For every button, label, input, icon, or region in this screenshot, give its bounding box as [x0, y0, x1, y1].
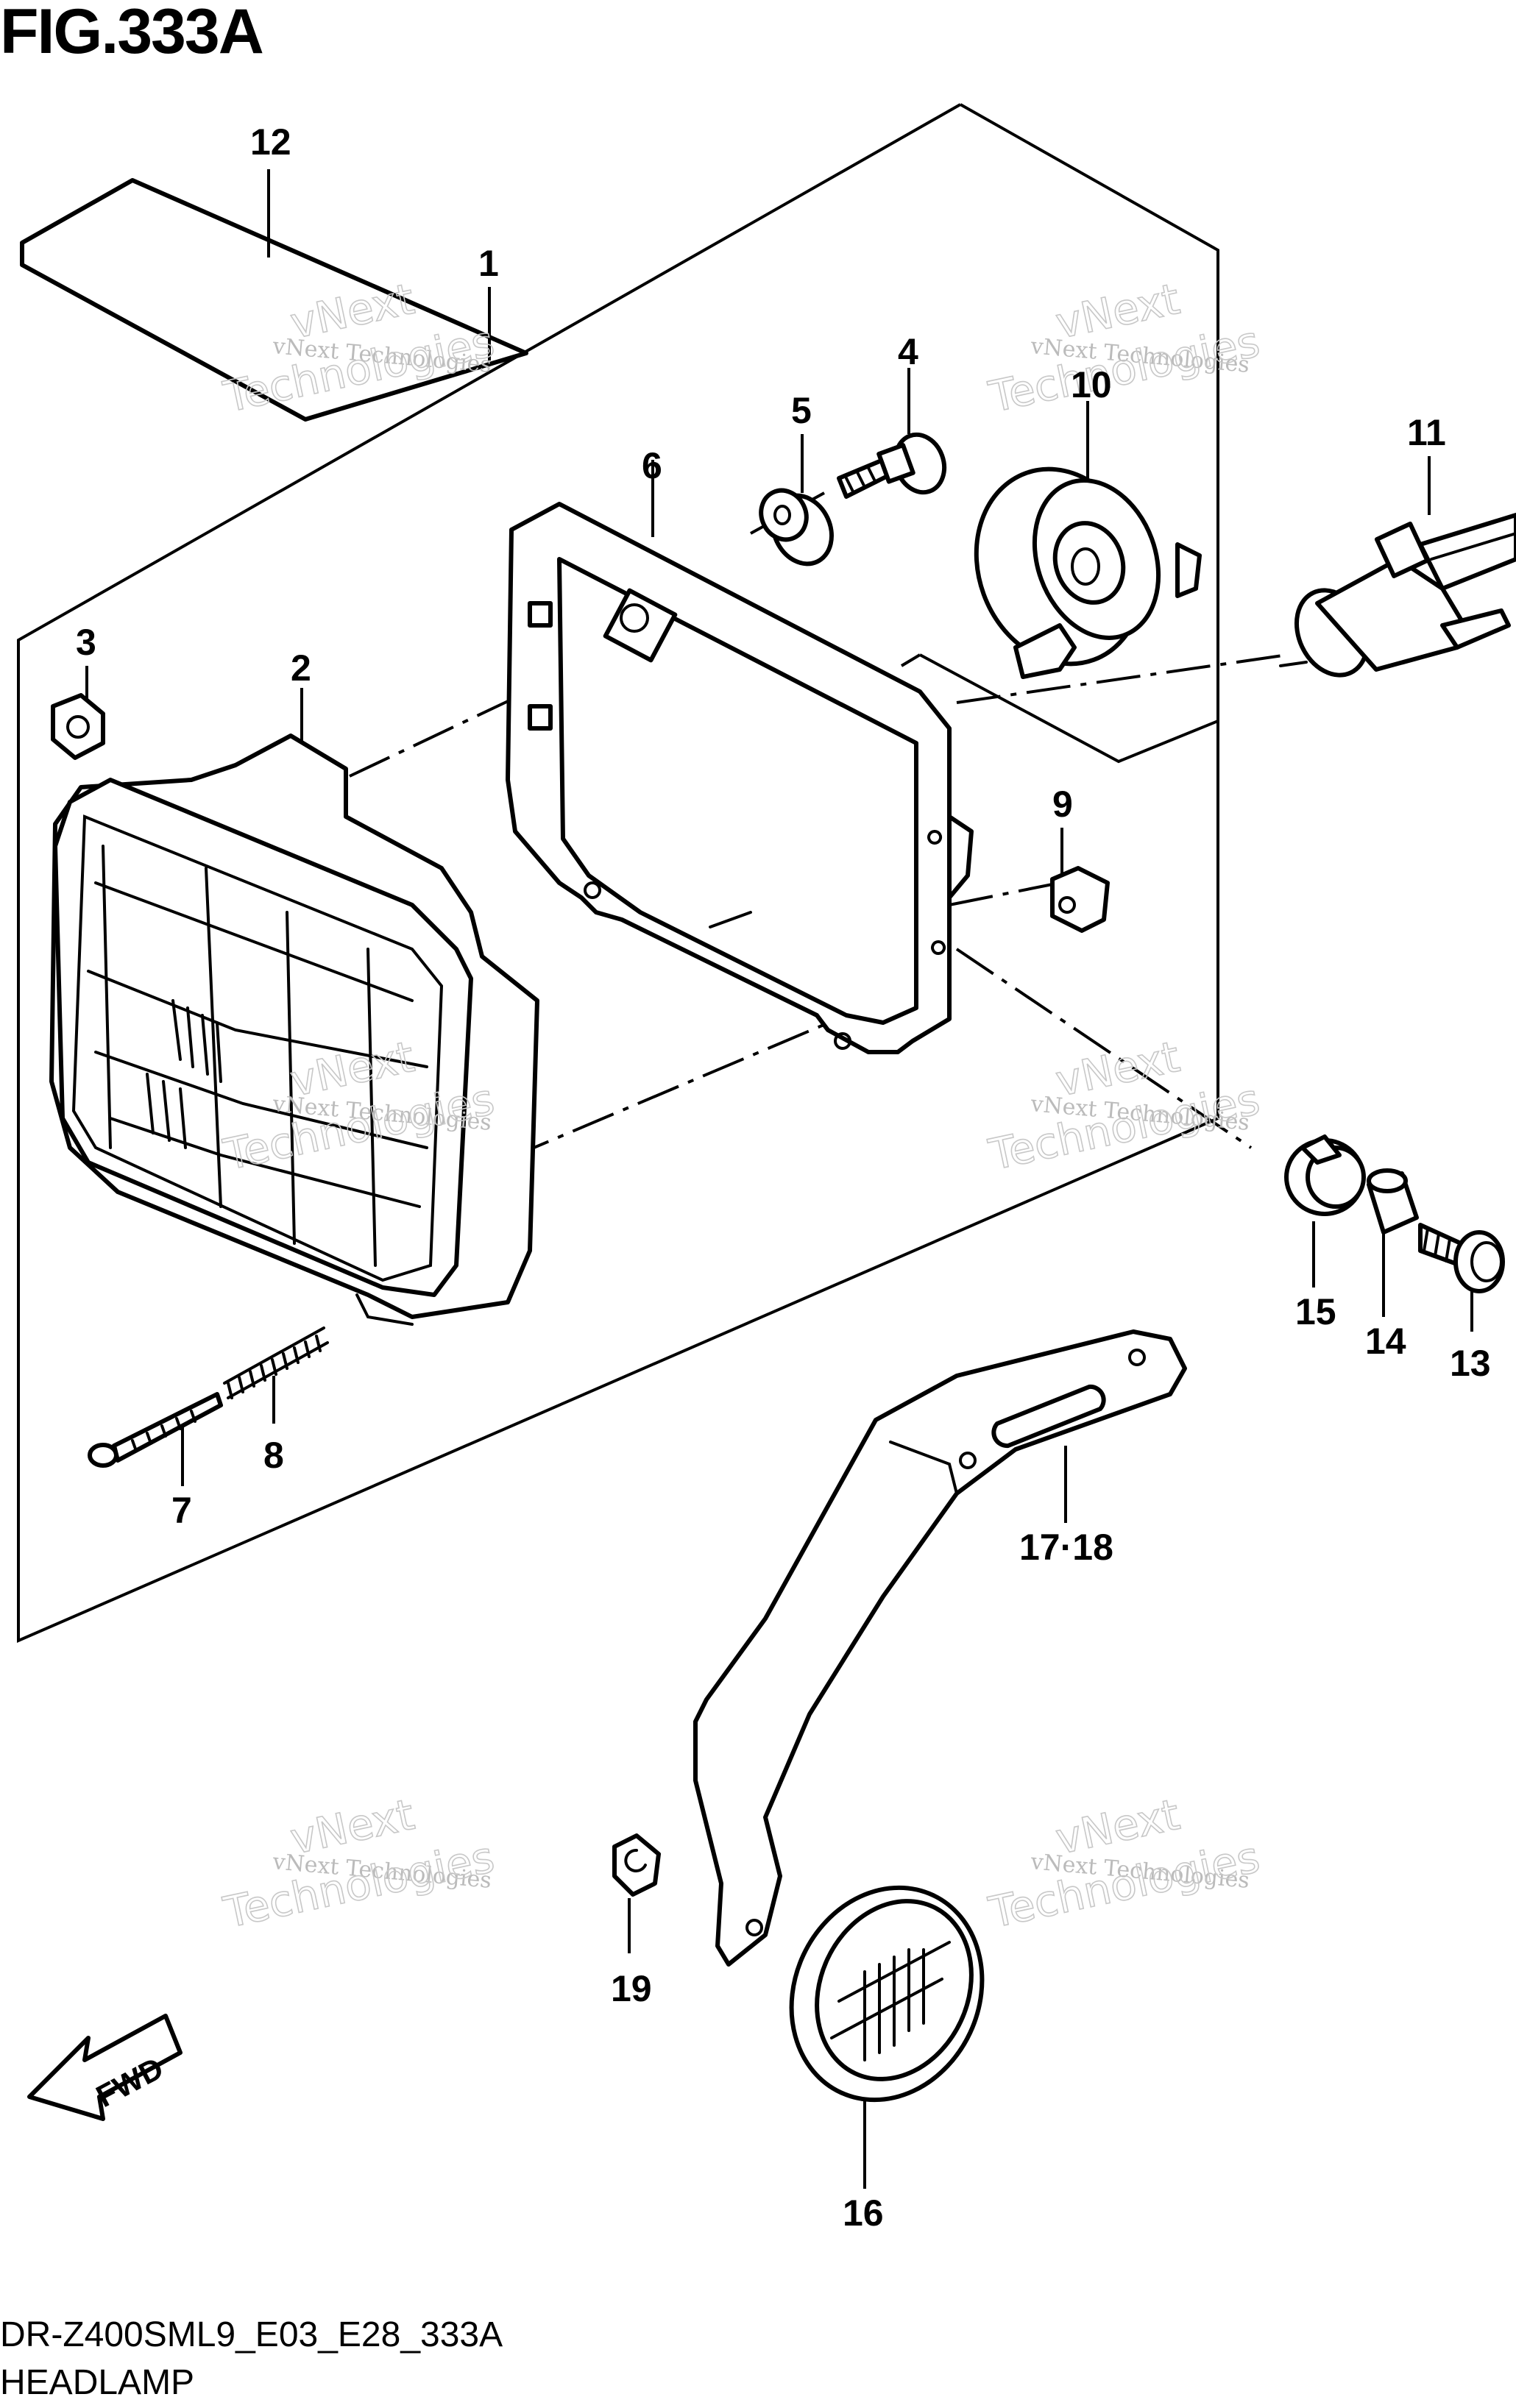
part-19-nut	[612, 1833, 661, 1897]
figure-caption: HEADLAMP	[0, 2363, 195, 2402]
fwd-arrow: FWD	[27, 2014, 183, 2121]
watermarks: vNext Technologies vNext Technologies vN…	[219, 273, 1264, 1939]
headlamp-lens-pattern	[87, 845, 428, 1267]
part-13-bolt	[1418, 1223, 1505, 1293]
model-code: DR-Z400SML9_E03_E28_333A	[0, 2315, 503, 2354]
part-17-18-bracket	[693, 1329, 1187, 1967]
part-16-reflector	[789, 1885, 985, 2103]
callout-10: 10	[1071, 364, 1112, 405]
part-12-strip-edge	[21, 263, 306, 421]
callout-17-18: 17·18	[1019, 1527, 1113, 1568]
part-4-bolt	[837, 432, 947, 499]
callout-7: 7	[171, 1490, 192, 1531]
part-12-strip	[20, 178, 528, 422]
callout-14: 14	[1365, 1321, 1406, 1362]
part-2-headlamp	[49, 734, 539, 1326]
callout-numbers: 12 1 4 10 11 5 6 3 2 9 15 14 13 8 7 17·1…	[76, 121, 1491, 2234]
part-6-frame	[506, 502, 974, 1054]
part-15-grommet	[1284, 1134, 1366, 1216]
callout-12: 12	[250, 121, 291, 163]
callout-1: 1	[478, 243, 499, 284]
figure-title: FIG.333A	[0, 0, 264, 67]
alignment-lines	[349, 491, 1289, 1160]
callout-9: 9	[1052, 784, 1073, 825]
callout-16: 16	[843, 2192, 884, 2234]
outline-notch	[900, 653, 921, 667]
callout-5: 5	[791, 390, 812, 431]
callout-8: 8	[263, 1435, 284, 1476]
callout-3: 3	[76, 622, 96, 663]
callout-13: 13	[1450, 1343, 1491, 1384]
part-9-clip-nut	[1050, 866, 1110, 933]
callout-6: 6	[642, 445, 662, 486]
part-14-collar	[1367, 1168, 1419, 1235]
callout-2: 2	[291, 647, 311, 689]
part-10-socket-cover	[974, 466, 1202, 679]
part-7-screw	[88, 1392, 223, 1468]
leader-lines	[85, 169, 1473, 2189]
assembly-inner-outline	[919, 653, 1219, 764]
assembly-outline	[17, 103, 1219, 1644]
part-3-nut	[51, 693, 105, 760]
callout-4: 4	[898, 331, 918, 372]
callout-19: 19	[611, 1968, 652, 2009]
part-5-grommet	[759, 488, 834, 567]
part-11-bulb	[1279, 513, 1516, 678]
callout-11: 11	[1407, 412, 1446, 453]
callout-15: 15	[1295, 1291, 1336, 1332]
part-8-spring	[223, 1326, 329, 1399]
